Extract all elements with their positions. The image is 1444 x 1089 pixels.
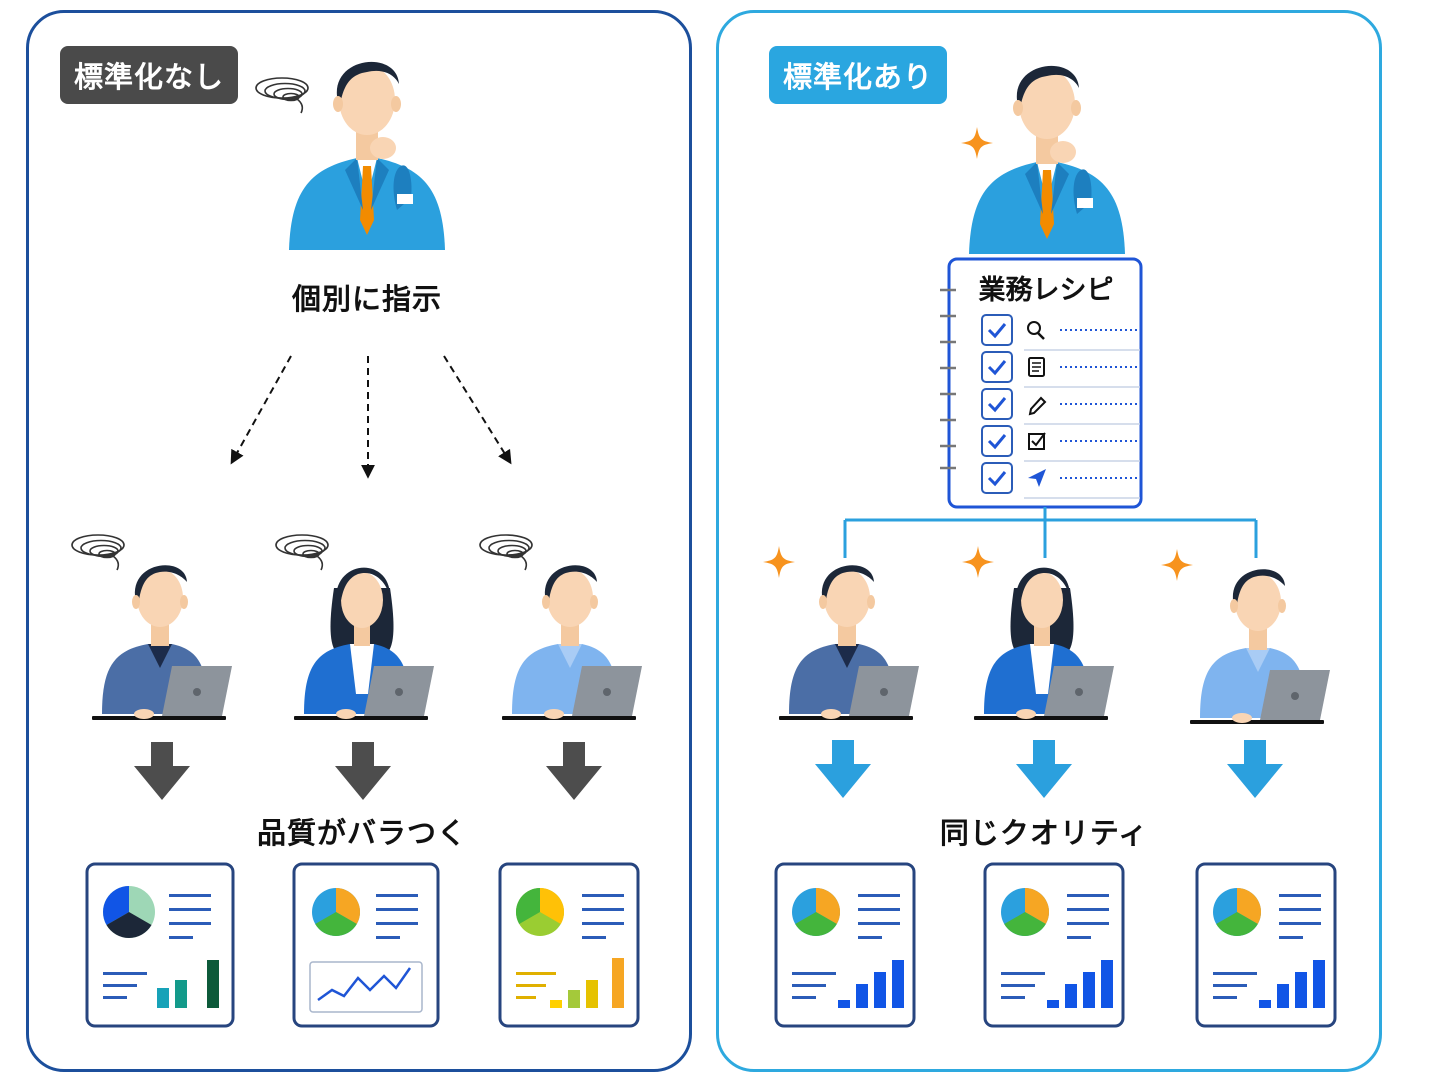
recipe-book: 業務レシピ <box>940 257 1143 509</box>
instruction-arrow-1 <box>230 355 292 465</box>
down-arrow-blue <box>815 740 871 798</box>
report-card-4 <box>776 864 914 1026</box>
sparkle-icon <box>763 546 795 578</box>
caption-same-quality: 同じクオリティ <box>939 816 1149 850</box>
checkbox-icon <box>1028 432 1046 450</box>
tag-without-standardization: 標準化なし <box>60 46 239 104</box>
pencil-icon <box>1028 396 1047 416</box>
down-arrow-dark <box>134 742 190 800</box>
worker-figure-6 <box>1190 569 1330 724</box>
worker-figure-3 <box>502 565 642 720</box>
caption-quality-varies: 品質がバラつく <box>256 816 468 850</box>
worker-figure-4 <box>779 565 919 720</box>
manager-figure <box>969 65 1125 254</box>
tag-with-standardization: 標準化あり <box>769 46 948 104</box>
send-icon <box>1028 469 1046 487</box>
report-card-6 <box>1197 864 1335 1026</box>
report-card-3 <box>498 862 640 1028</box>
down-arrow-blue <box>1227 740 1283 798</box>
caption-individual-instruction: 個別に指示 <box>291 282 443 316</box>
confusion-swirl-icon <box>71 534 125 571</box>
worker-figure-2 <box>294 567 434 720</box>
document-icon <box>1028 357 1045 377</box>
confusion-swirl-icon <box>255 77 309 114</box>
recipe-title: 業務レシピ <box>979 275 1114 306</box>
report-card-5 <box>985 864 1123 1026</box>
manager-figure <box>289 61 445 250</box>
down-arrow-dark <box>546 742 602 800</box>
sparkle-icon <box>962 546 994 578</box>
down-arrow-dark <box>335 742 391 800</box>
down-arrow-blue <box>1016 740 1072 798</box>
sparkle-icon <box>1161 549 1193 581</box>
worker-figure-5 <box>974 567 1114 720</box>
recipe-connector <box>843 507 1258 558</box>
report-card-1 <box>85 862 235 1028</box>
report-card-2 <box>292 862 440 1028</box>
worker-figure-1 <box>92 565 232 720</box>
confusion-swirl-icon <box>275 534 329 571</box>
instruction-arrow-3 <box>443 355 512 465</box>
search-icon <box>1027 321 1045 340</box>
sparkle-icon <box>961 127 993 159</box>
confusion-swirl-icon <box>479 534 533 571</box>
